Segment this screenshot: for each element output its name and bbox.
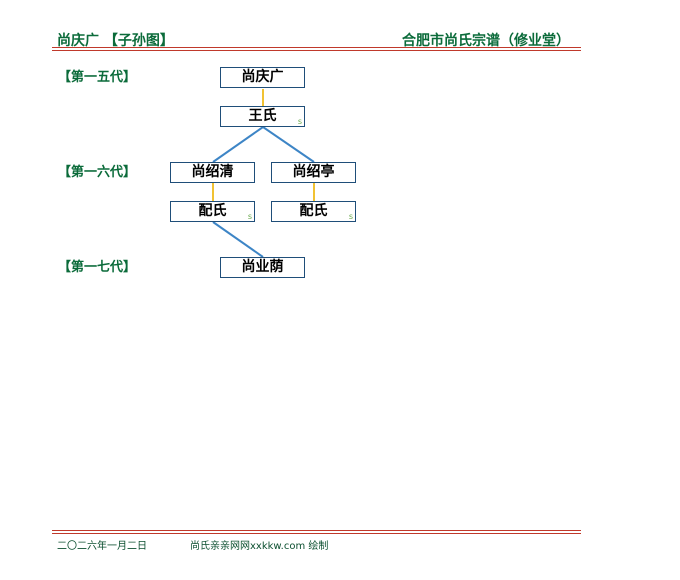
child-link-son1 [212, 126, 264, 163]
spouse-node-son1[interactable]: 配氏 s [170, 201, 255, 222]
generation-label-16: 【第一六代】 [58, 165, 137, 180]
footer-rule-bottom [52, 533, 581, 534]
person-name: 尚绍清 [191, 164, 234, 180]
person-name: 尚业荫 [241, 259, 284, 275]
child-link-grandson [212, 221, 264, 258]
spouse-marker: s [297, 117, 302, 126]
footer-credit: 尚氏亲亲网网xxkkw.com 绘制 [190, 541, 329, 552]
person-node-son1[interactable]: 尚绍清 [170, 162, 255, 183]
spouse-name: 王氏 [248, 108, 277, 124]
header-rule-top [52, 47, 581, 48]
spouse-name: 配氏 [299, 203, 328, 219]
generation-label-17: 【第一七代】 [58, 260, 137, 275]
spouse-name: 配氏 [198, 203, 227, 219]
header-title: 尚庆广 【子孙图】 [57, 33, 174, 49]
footer-date: 二〇二六年一月二日 [57, 541, 147, 552]
child-link-son2 [262, 126, 315, 163]
spouse-marker: s [348, 212, 353, 221]
person-name: 尚庆广 [241, 69, 284, 85]
generation-label-15: 【第一五代】 [58, 70, 137, 85]
person-node-root[interactable]: 尚庆广 [220, 67, 305, 88]
spouse-marker: s [247, 212, 252, 221]
spouse-node-root[interactable]: 王氏 s [220, 106, 305, 127]
person-node-son2[interactable]: 尚绍亭 [271, 162, 356, 183]
person-node-grandson[interactable]: 尚业荫 [220, 257, 305, 278]
footer-rule-top [52, 530, 581, 531]
header-rule-bottom [52, 50, 581, 51]
header-lineage: 合肥市尚氏宗谱（修业堂） [402, 33, 570, 49]
person-name: 尚绍亭 [292, 164, 335, 180]
spouse-node-son2[interactable]: 配氏 s [271, 201, 356, 222]
